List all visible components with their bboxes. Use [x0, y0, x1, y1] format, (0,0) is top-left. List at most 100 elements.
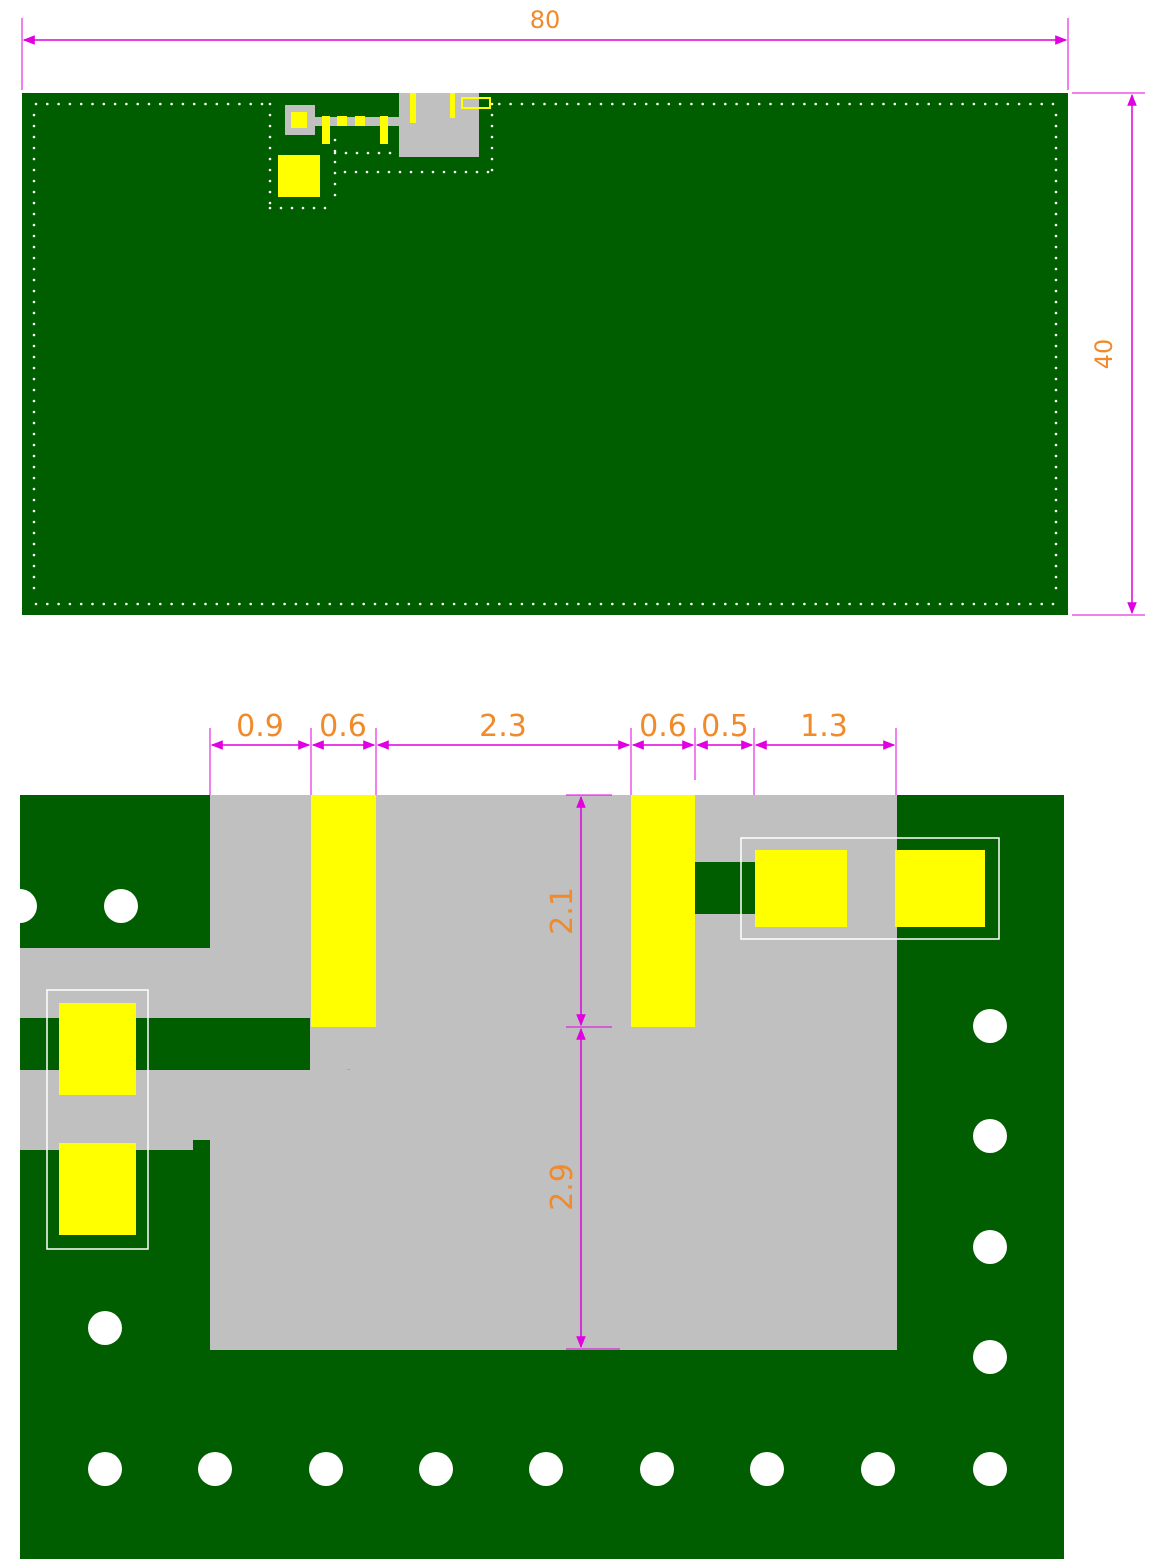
- via-dot: [509, 102, 512, 106]
- via-dot: [32, 322, 36, 326]
- overview-component-pad: [380, 116, 388, 144]
- via-dot: [32, 454, 36, 458]
- via-dot: [305, 602, 309, 606]
- via-dot: [1029, 102, 1032, 106]
- via-dot: [803, 602, 806, 606]
- via-dot: [1054, 234, 1058, 238]
- via-dot: [893, 102, 897, 106]
- via-dot: [113, 602, 117, 606]
- via-hole: [88, 1452, 122, 1486]
- via-dot: [814, 102, 817, 106]
- via-hole: [3, 889, 37, 923]
- via-dot: [452, 602, 456, 606]
- via-dot: [490, 135, 494, 139]
- via-dot: [226, 102, 230, 106]
- via-hole: [419, 1452, 453, 1486]
- via-dot: [34, 102, 38, 106]
- via-hole: [750, 1452, 784, 1486]
- feed-component-pad-2: [59, 1143, 136, 1235]
- via-dot: [238, 102, 241, 106]
- via-dot: [475, 602, 479, 606]
- via-dot: [938, 602, 942, 606]
- via-dot: [1054, 179, 1058, 183]
- via-dot: [1017, 602, 1021, 606]
- via-dot: [780, 102, 784, 106]
- via-dot: [859, 602, 863, 606]
- via-dot: [735, 602, 738, 606]
- via-dot: [32, 135, 36, 139]
- overview-component-pad: [337, 116, 347, 126]
- via-dot: [882, 602, 885, 606]
- via-dot: [32, 421, 36, 425]
- via-dot: [260, 102, 264, 106]
- via-dot: [442, 170, 446, 174]
- overview-antenna-pad: [450, 93, 455, 118]
- via-dot: [32, 531, 36, 535]
- via-dot: [983, 602, 987, 606]
- via-dot: [279, 206, 283, 210]
- via-dot: [1054, 476, 1058, 480]
- via-dot: [57, 102, 60, 106]
- via-dot: [32, 124, 36, 128]
- via-dot: [848, 602, 851, 606]
- via-dot: [333, 151, 337, 155]
- dimension-label-2-3: 2.3: [479, 709, 527, 744]
- via-dot: [791, 602, 795, 606]
- via-dot: [1054, 135, 1058, 139]
- left-antenna-pad: [311, 795, 376, 1027]
- via-dot: [1029, 602, 1032, 606]
- via-dot: [995, 102, 998, 106]
- via-dot: [418, 602, 422, 606]
- via-dot: [588, 102, 591, 106]
- via-dot: [91, 602, 94, 606]
- via-dot: [490, 157, 494, 161]
- via-dot: [1054, 355, 1058, 359]
- via-dot: [1054, 509, 1058, 513]
- via-dot: [32, 146, 36, 150]
- via-dot: [1051, 102, 1055, 106]
- via-dot: [780, 602, 784, 606]
- via-dot: [1054, 498, 1058, 502]
- via-dot: [701, 102, 704, 106]
- via-dot: [490, 113, 494, 117]
- via-dot: [32, 245, 36, 249]
- via-dot: [32, 542, 36, 546]
- via-hole: [973, 1230, 1007, 1264]
- via-dot: [1054, 366, 1058, 370]
- via-dot: [475, 170, 479, 174]
- via-dot: [757, 102, 761, 106]
- via-dot: [1054, 575, 1058, 579]
- via-dot: [32, 278, 36, 282]
- via-dot: [837, 102, 840, 106]
- via-dot: [565, 102, 569, 106]
- via-dot: [32, 575, 36, 579]
- via-dot: [520, 602, 524, 606]
- via-dot: [328, 602, 332, 606]
- via-dot: [712, 602, 716, 606]
- via-hole: [973, 1340, 1007, 1374]
- via-dot: [365, 170, 369, 174]
- via-dot: [588, 602, 591, 606]
- via-dot: [1006, 102, 1010, 106]
- via-dot: [599, 602, 603, 606]
- dimension-label-0-5: 0.5: [701, 709, 749, 744]
- via-dot: [1054, 300, 1058, 304]
- via-dot: [644, 602, 648, 606]
- via-dot: [272, 602, 275, 606]
- via-dot: [1054, 146, 1058, 150]
- via-dot: [554, 602, 558, 606]
- via-dot: [1054, 278, 1058, 282]
- via-dot: [950, 602, 953, 606]
- feed-component-outline: [46, 989, 149, 1250]
- via-dot: [441, 602, 445, 606]
- via-dot: [577, 602, 580, 606]
- via-dot: [113, 102, 117, 106]
- via-dot: [1054, 487, 1058, 491]
- tuning-component-outline: [740, 837, 1000, 940]
- via-dot: [690, 602, 693, 606]
- via-dot: [1054, 256, 1058, 260]
- via-dot: [1054, 454, 1058, 458]
- via-dot: [1054, 333, 1058, 337]
- via-dot: [351, 602, 354, 606]
